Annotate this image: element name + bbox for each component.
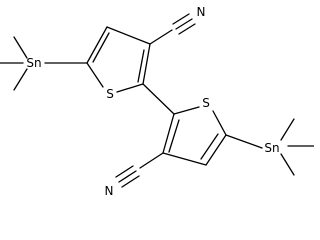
bond-nitrile: [178, 23, 196, 35]
bond-ring-inner: [200, 133, 219, 160]
bond-nitrile: [115, 165, 134, 178]
bond-nitrile: [149, 29, 173, 45]
bond-ring: [106, 26, 151, 45]
bond-ring-inner: [168, 119, 180, 153]
atom-labels: Sn S N S Sn N: [26, 5, 279, 198]
bond-ring-inner: [137, 49, 145, 83]
bond-ring-s: [173, 106, 200, 115]
bond-ring-s: [116, 83, 144, 93]
bond-nitrile: [118, 170, 137, 183]
bond-sn-methyl: [13, 36, 28, 59]
structure-diagram: Sn S N S Sn N: [0, 5, 314, 198]
atom-label-s-top: S: [106, 87, 114, 101]
bond-sn-ring: [225, 134, 263, 149]
bond-ring-s: [86, 62, 104, 88]
bond-ring: [162, 113, 175, 154]
atom-label-sn-top: Sn: [26, 56, 41, 70]
bond-ring-link: [142, 83, 175, 115]
bond-ring: [86, 26, 108, 64]
atom-label-s-bottom: S: [202, 96, 210, 110]
bond-nitrile: [139, 152, 164, 169]
atom-label-sn-bottom: Sn: [264, 141, 279, 155]
bond-ring: [205, 134, 227, 166]
bond-nitrile: [121, 175, 140, 188]
atom-label-n-top: N: [197, 5, 206, 19]
bond-ring-inner: [92, 32, 110, 63]
bond-ring: [162, 152, 207, 166]
atom-label-n-bottom: N: [105, 184, 114, 198]
bond-ring: [142, 43, 151, 85]
bond-ring-s: [212, 110, 227, 136]
bond-nitrile: [172, 13, 190, 25]
bond-sn-methyl: [280, 153, 295, 176]
bond-sn-methyl: [280, 118, 295, 141]
bond-nitrile: [175, 18, 193, 30]
bonds: [0, 13, 314, 188]
bond-sn-methyl: [13, 68, 28, 91]
